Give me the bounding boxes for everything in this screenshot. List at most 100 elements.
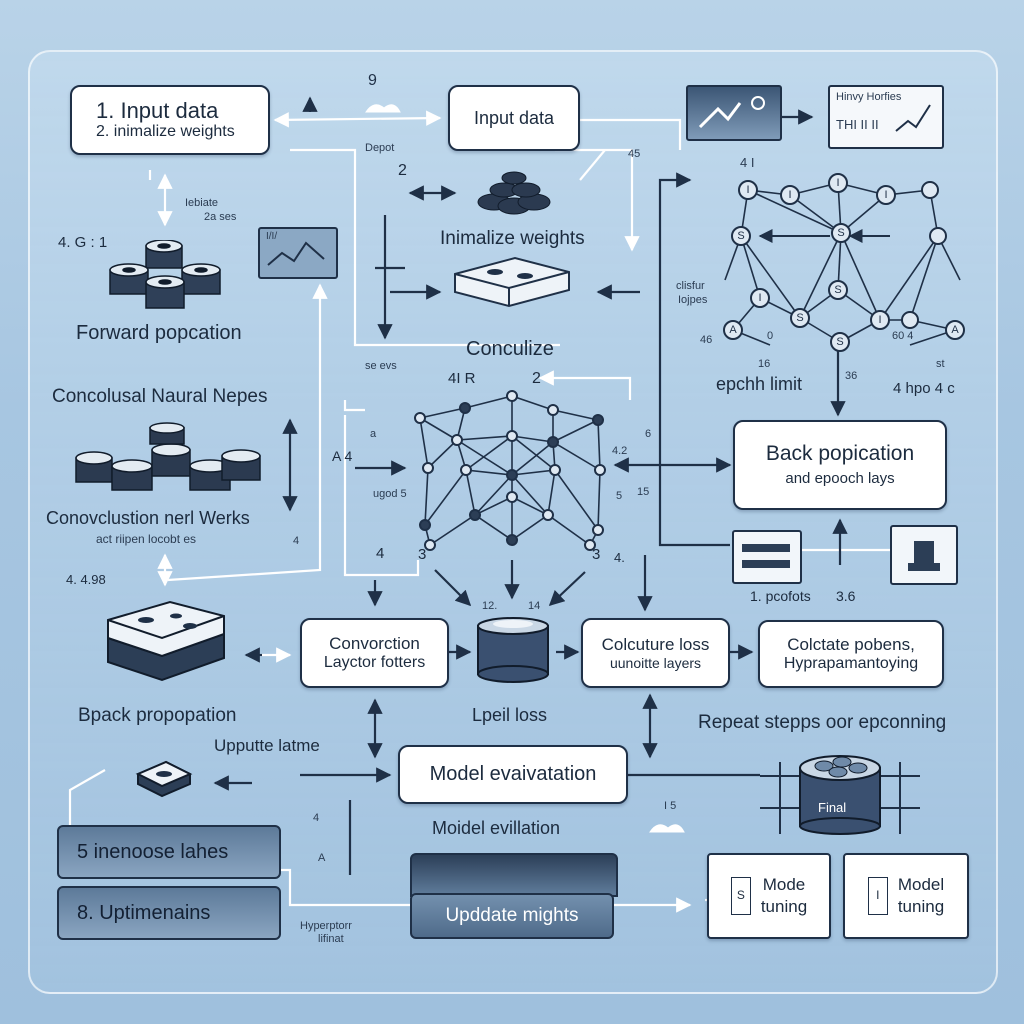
- label-4i: 4 I: [740, 155, 755, 170]
- network-node: [424, 539, 436, 551]
- label-pack-propagation: Bpack propopation: [78, 705, 237, 726]
- label-46: 46: [700, 334, 713, 346]
- network-node: [414, 412, 426, 424]
- input-steps-line1: 1. Input data: [96, 98, 219, 124]
- label-step-4498: 4. 4.98: [66, 572, 106, 587]
- label-0: 0: [767, 330, 774, 342]
- model-evaluation-box[interactable]: Model evaivatation: [398, 745, 628, 804]
- calculate-loss-line1: Colcuture loss: [601, 635, 710, 655]
- chart-card-title: Hinvy Horfies: [836, 91, 902, 103]
- label-3-left: 3: [418, 546, 427, 563]
- model-tuning-line2: tuning: [897, 897, 945, 916]
- update-weights-label: Upddate mights: [445, 905, 579, 926]
- network-node: [506, 491, 518, 503]
- convolution-filters-line1: Convorction: [329, 634, 420, 654]
- label-lifinat: lifinat: [318, 933, 344, 945]
- network-node: S: [831, 223, 851, 243]
- label-aa: A 4: [332, 448, 353, 464]
- increase-layers-label: 5 inenoose lahes: [77, 840, 229, 863]
- model-tuning-marker: I: [867, 877, 888, 915]
- network-node: A: [723, 320, 743, 340]
- label-36: 36: [845, 370, 858, 382]
- network-node: [506, 390, 518, 402]
- network-node: [929, 227, 947, 245]
- small-line-chart-icon: I/I/: [258, 227, 338, 279]
- label-15: 15: [637, 486, 650, 498]
- label-ugod: ugod 5: [373, 488, 407, 500]
- calculate-hyperparameters-box[interactable]: Colctate pobens, Hyprapamantoying: [758, 620, 944, 688]
- stacked-tiles-icon: [474, 168, 554, 218]
- convolution-filters-line2: Layctor fotters: [323, 653, 426, 671]
- slider-settings-icon: [732, 530, 802, 584]
- network-node: [549, 464, 561, 476]
- calculate-loss-box[interactable]: Colcuture loss uunoitte layers: [581, 618, 730, 688]
- label-seevs: se evs: [365, 360, 397, 372]
- final-label: Final: [818, 800, 847, 815]
- label-14: 14: [528, 600, 541, 612]
- network-node: [901, 311, 919, 329]
- label-ieblate2: 2a ses: [204, 211, 237, 223]
- network-node: S: [790, 308, 810, 328]
- mode-tuning-marker: S: [730, 877, 751, 915]
- label-5: 5: [616, 490, 623, 502]
- network-node: [506, 534, 518, 546]
- spool-stack-icon: [106, 240, 224, 318]
- label-top-nine: 9: [368, 72, 377, 89]
- network-node: [419, 519, 431, 531]
- network-node: I: [750, 288, 770, 308]
- label-step-4g1: 4. G : 1: [58, 234, 108, 251]
- label-3-right: 3: [592, 546, 601, 563]
- calculate-hyper-line1: Colctate pobens,: [787, 635, 915, 655]
- layered-slab-icon: [104, 598, 228, 684]
- network-node: I: [738, 180, 758, 200]
- label-6: 6: [645, 428, 652, 440]
- line-chart-card: Hinvy Horfies THI II II: [828, 85, 944, 149]
- label-a41r-2: 2: [532, 370, 541, 387]
- label-st: st: [936, 358, 945, 370]
- mode-tuning-line2: tuning: [760, 897, 808, 916]
- small-chart-label: I/I/: [266, 231, 278, 242]
- label-42: 4.2: [612, 445, 628, 457]
- calculate-hyper-line2: Hyprapamantoying: [783, 654, 919, 672]
- label-forward: Forward popcation: [76, 322, 242, 344]
- increase-layers-box[interactable]: 5 inenoose lahes: [57, 825, 281, 879]
- label-model-evillation: Moidel evillation: [432, 818, 561, 838]
- calculate-loss-line2: uunoitte layers: [609, 654, 702, 671]
- mode-tuning-line1: Mode: [762, 874, 806, 894]
- optimizations-box[interactable]: 8. Uptimenains: [57, 886, 281, 940]
- network-node: [506, 430, 518, 442]
- label-conculize: Conculize: [466, 338, 554, 360]
- input-data-box[interactable]: Input data: [448, 85, 580, 151]
- label-hpo: 4 hpo 4 c: [893, 380, 955, 397]
- label-convolution-works: Conovclustion nerl Werks: [46, 508, 250, 528]
- input-steps-box[interactable]: 1. Input data 2. inimalize weights: [70, 85, 270, 155]
- network-node: S: [830, 332, 850, 352]
- label-ieblate: Iebiate: [185, 197, 219, 209]
- chart-card-sub: THI II II: [836, 117, 879, 132]
- update-weights-box[interactable]: Upddate mights: [410, 893, 614, 939]
- label-45: 45: [628, 148, 641, 160]
- back-propagation-line1: Back popication: [765, 442, 915, 466]
- network-node: [547, 404, 559, 416]
- model-tuning-box[interactable]: I Model tuning: [843, 853, 969, 939]
- label-inimalize-weights: Inimalize weights: [440, 228, 585, 249]
- network-node: S: [731, 226, 751, 246]
- network-node: [460, 464, 472, 476]
- network-node: [592, 414, 604, 426]
- label-repeat-steps: Repeat stepps oor epconning: [698, 712, 947, 733]
- network-node: [506, 469, 518, 481]
- image-chart-icon: [686, 85, 782, 141]
- label-convolusal: Concolusal Naural Nepes: [52, 386, 268, 407]
- optimizations-label: 8. Uptimenains: [77, 901, 211, 924]
- label-60: 60 4: [892, 330, 914, 342]
- network-node: [592, 524, 604, 536]
- network-node: I: [780, 185, 800, 205]
- loss-cylinder-icon: [474, 614, 552, 684]
- update-weights-platform: [410, 853, 618, 897]
- convolution-filters-box[interactable]: Convorction Layctor fotters: [300, 618, 449, 688]
- network-node: [422, 462, 434, 474]
- mode-tuning-box[interactable]: S Mode tuning: [707, 853, 831, 939]
- network-node: [469, 509, 481, 521]
- back-propagation-box[interactable]: Back popication and epooch lays: [733, 420, 947, 510]
